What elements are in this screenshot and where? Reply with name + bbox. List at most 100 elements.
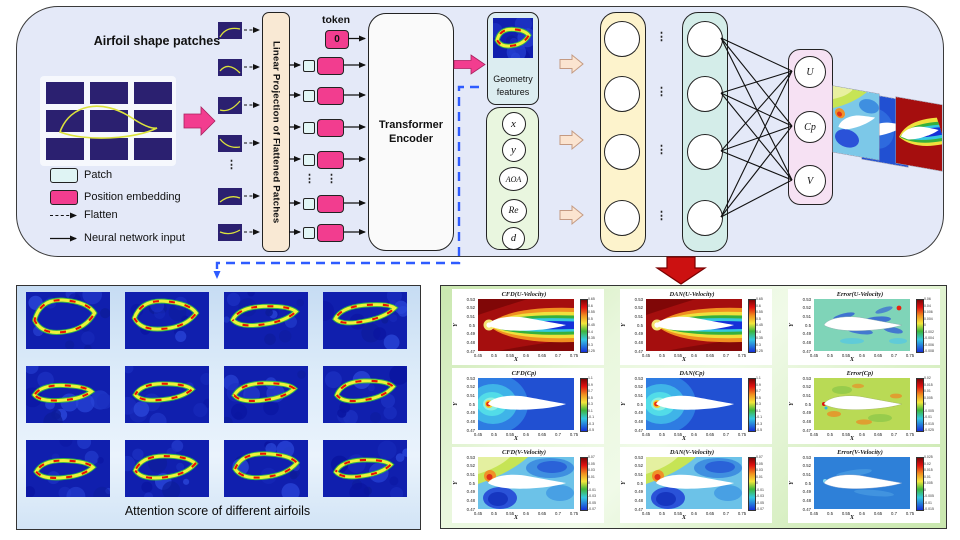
linear-projection-label: Linear Projection of Flattened Patches	[270, 40, 282, 224]
x-tick: 0.7	[555, 431, 561, 437]
patches-title: Airfoil shape patches	[93, 34, 221, 48]
colorbar-tick: 0.04	[924, 303, 931, 308]
x-tick: 0.75	[905, 510, 915, 516]
colorbar-tick: -0.006	[924, 342, 934, 347]
x-tick: 0.75	[737, 352, 747, 358]
x-axis-label: X	[849, 515, 854, 521]
attention-heatmap	[26, 440, 110, 497]
x-tick: 0.65	[705, 431, 715, 437]
contour-plot	[478, 299, 574, 351]
x-tick: 0.45	[641, 510, 651, 516]
x-tick: 0.75	[737, 431, 747, 437]
colorbar-tick: -0.03	[588, 494, 596, 499]
y-tick: 0.51	[802, 393, 811, 399]
layer-ellipsis: ⋮	[656, 210, 667, 222]
colorbar-tick: 0.01	[588, 474, 595, 479]
x-tick: 0.7	[891, 510, 897, 516]
attention-tile	[224, 292, 308, 349]
transformer-encoder-box: Transformer Encoder	[368, 13, 454, 251]
colorbar-tick: 0.1	[588, 408, 593, 413]
colorbar-tick: 0.65	[756, 297, 763, 302]
x-tick: 0.65	[537, 352, 547, 358]
patch-strip	[218, 135, 242, 152]
y-tick: 0.5	[805, 322, 811, 328]
y-axis-label: Y	[788, 481, 795, 485]
transformer-encoder-label: Transformer Encoder	[378, 118, 444, 145]
colorbar-tick: -0.3	[756, 421, 763, 426]
attention-heatmap	[224, 440, 308, 497]
colorbar-tick: -0.002	[924, 329, 934, 334]
colorbar-tick: -0.005	[924, 408, 934, 413]
x-tick: 0.5	[491, 510, 497, 516]
contour-plot	[814, 457, 910, 509]
x-tick: 0.5	[827, 510, 833, 516]
attention-heatmap	[26, 292, 110, 349]
x-tick: 0.45	[473, 431, 483, 437]
y-tick: 0.48	[634, 419, 643, 425]
colorbar-tick: -0.01	[924, 415, 932, 420]
geometry-attention-image	[493, 18, 533, 58]
input-node-d: d	[502, 226, 525, 250]
x-tick: 0.6	[523, 352, 529, 358]
y-tick: 0.51	[466, 472, 475, 478]
x-axis-label: X	[681, 357, 686, 363]
colorbar-tick: 0.9	[588, 382, 593, 387]
attention-tile	[224, 440, 308, 497]
x-tick: 0.75	[569, 431, 579, 437]
legend-nn-input-label: Neural network input	[84, 232, 185, 244]
x-tick: 0.6	[859, 352, 865, 358]
y-tick: 0.5	[637, 401, 643, 407]
x-tick: 0.65	[537, 510, 547, 516]
y-tick: 0.52	[466, 463, 475, 469]
patch-strip	[218, 97, 242, 114]
contour-plot	[646, 378, 742, 430]
hidden1-node	[604, 76, 640, 112]
colorbar-tick: 0.015	[924, 382, 933, 387]
contour-plot	[478, 378, 574, 430]
y-tick: 0.48	[466, 419, 475, 425]
position-embedding-box	[317, 151, 344, 169]
colorbar-tick: 0.5	[756, 395, 761, 400]
x-tick: 0.55	[841, 352, 851, 358]
colorbar-tick: -0.1	[588, 415, 595, 420]
contour-plot	[478, 457, 574, 509]
y-axis-label: Y	[788, 323, 795, 327]
colorbar-tick: 0.35	[588, 336, 595, 341]
x-tick: 0.55	[673, 352, 683, 358]
y-tick: 0.53	[466, 296, 475, 302]
colorbar-tick: 0.3	[756, 402, 761, 407]
y-tick: 0.48	[634, 498, 643, 504]
colorbar-tick: 0.3	[588, 402, 593, 407]
token-value: 0	[334, 34, 340, 45]
x-tick: 0.5	[827, 431, 833, 437]
legend-position-embedding-label: Position embedding	[84, 191, 181, 203]
y-tick: 0.52	[634, 463, 643, 469]
colorbar-tick: 0.05	[588, 461, 595, 466]
y-tick: 0.51	[802, 472, 811, 478]
attention-tile	[125, 366, 209, 423]
position-embedding-swatch	[50, 190, 78, 205]
x-tick: 0.7	[723, 352, 729, 358]
position-embedding-box	[317, 224, 344, 242]
colorbar	[748, 457, 756, 511]
x-tick: 0.5	[491, 352, 497, 358]
input-node-x: x	[501, 112, 526, 136]
y-tick: 0.53	[466, 454, 475, 460]
hidden2-node	[687, 200, 723, 236]
y-tick: 0.47	[634, 348, 643, 354]
x-tick: 0.55	[841, 510, 851, 516]
x-tick: 0.5	[659, 431, 665, 437]
y-tick: 0.47	[802, 506, 811, 512]
y-tick: 0.49	[634, 489, 643, 495]
colorbar	[580, 457, 588, 511]
x-tick: 0.7	[723, 431, 729, 437]
colorbar-tick: 0.6	[756, 303, 761, 308]
layer-ellipsis: ⋮	[656, 31, 667, 43]
x-tick: 0.6	[691, 510, 697, 516]
input-node-y: y	[501, 138, 526, 162]
y-tick: 0.5	[637, 322, 643, 328]
colorbar-tick: 0.004	[924, 316, 933, 321]
colorbar-tick: 0.35	[756, 336, 763, 341]
